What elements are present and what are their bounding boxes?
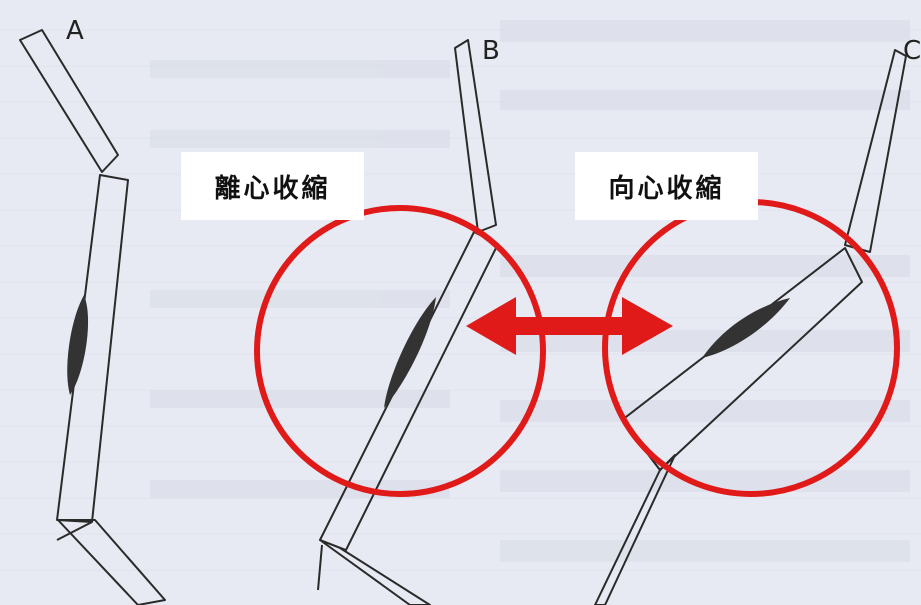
figure-c-letter: C	[903, 36, 921, 66]
figure-a-letter: A	[66, 16, 84, 46]
figure-a-muscle	[67, 295, 89, 395]
figure-b-thigh-segment	[319, 231, 499, 551]
figure-b-shank-segment	[319, 539, 431, 605]
figure-a-hip-segment	[19, 29, 119, 173]
eccentric-highlight-circle	[254, 205, 546, 497]
concentric-highlight-circle	[602, 199, 900, 497]
figure-a-leg	[19, 29, 166, 605]
figure-c-hip-segment	[844, 49, 907, 253]
figure-b-muscle	[384, 297, 436, 408]
figure-a-shank-segment	[57, 519, 166, 605]
figure-b-leg	[317, 39, 499, 605]
figure-a-thigh-segment	[56, 174, 129, 523]
figure-c-thigh-segment	[621, 247, 863, 471]
figure-b-foot-line	[317, 544, 323, 591]
figure-b-hip-segment	[454, 39, 497, 233]
eccentric-contraction-label: 離心收縮	[181, 152, 364, 220]
double-headed-arrow-icon	[466, 297, 673, 355]
figure-c-shank-segment	[594, 454, 676, 605]
figure-a-shank-line	[56, 521, 93, 541]
figure-c-muscle	[702, 298, 790, 358]
concentric-contraction-label: 向心收縮	[575, 152, 758, 220]
figure-b-letter: B	[482, 36, 500, 66]
